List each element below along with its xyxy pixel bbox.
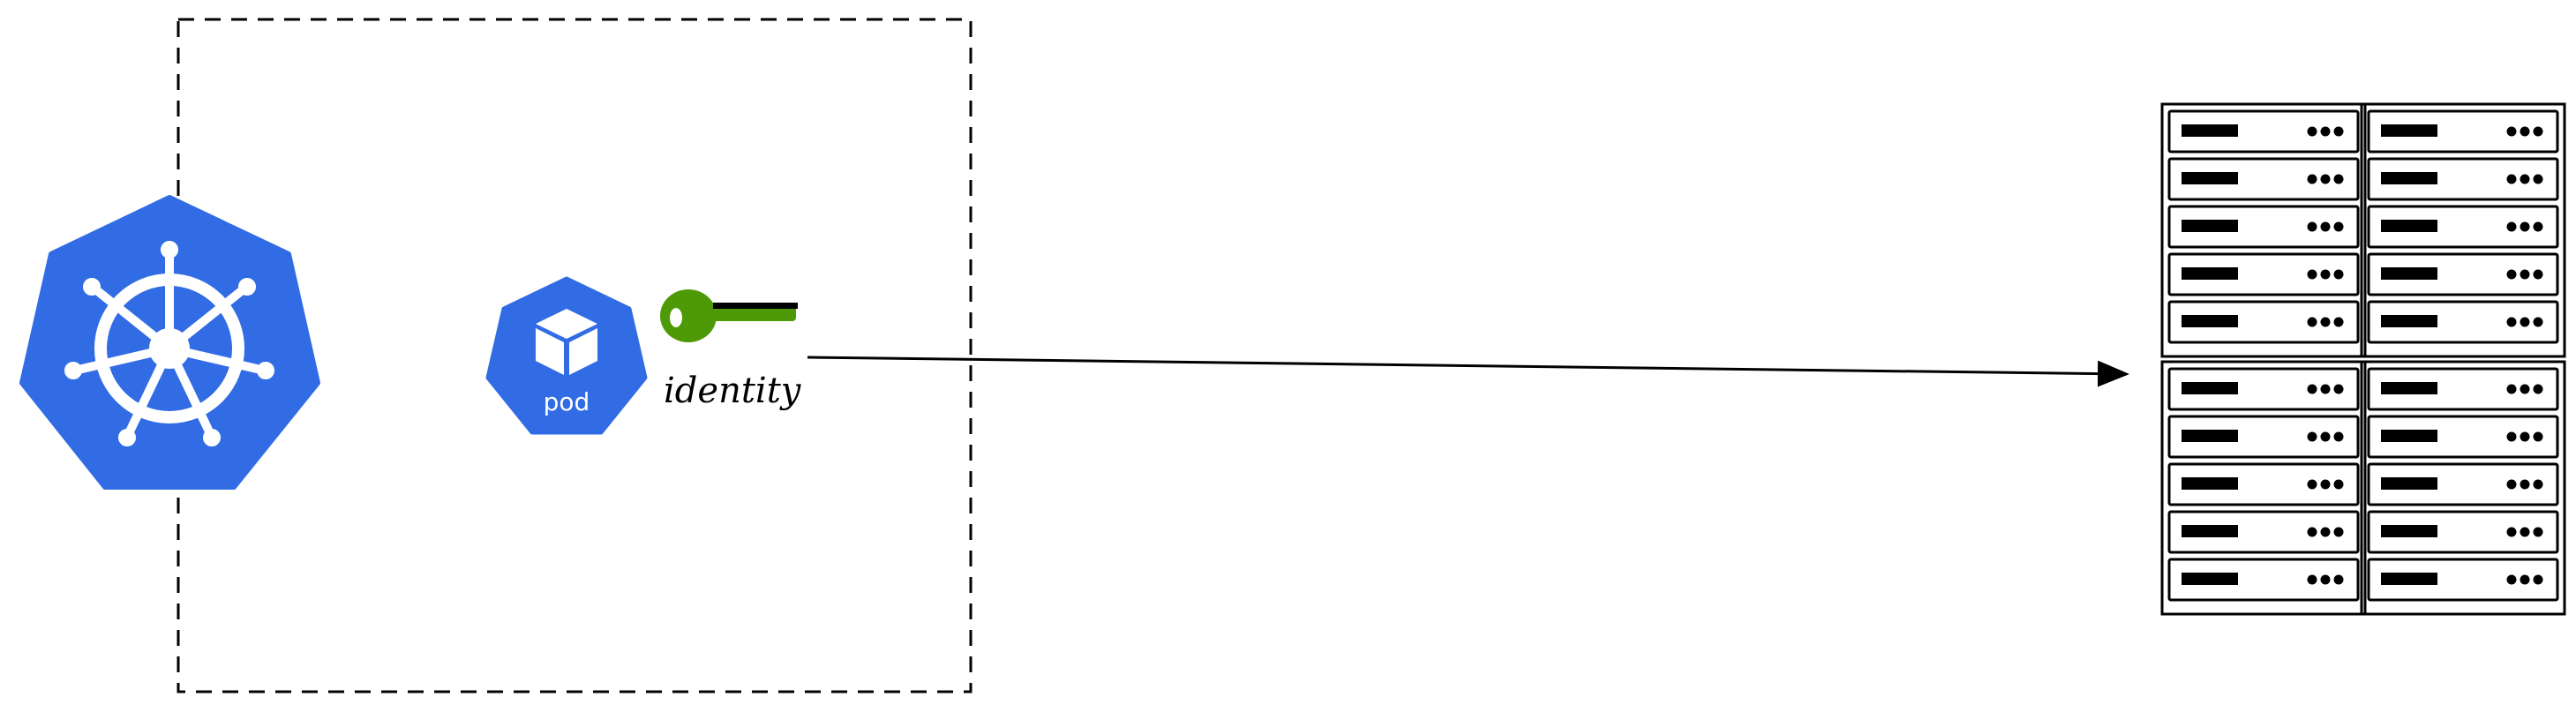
server-unit [2367,205,2559,249]
key-icon [660,289,798,342]
server-unit [2367,367,2559,411]
server-unit [2367,300,2559,344]
server-unit [2367,415,2559,459]
server-unit [2167,252,2360,296]
server-unit [2367,558,2559,602]
server-unit [2167,367,2360,411]
pod-label: pod [544,387,590,416]
pod-cube-icon [536,309,597,375]
server-unit [2367,510,2559,554]
identity-label: identity [664,371,802,411]
server-unit [2367,252,2559,296]
server-unit [2367,157,2559,201]
pod-node: pod [485,276,648,435]
rack-frame [2160,102,2367,358]
server-unit [2167,205,2360,249]
server-rack-icon [2160,102,2566,616]
kubernetes-helm-icon [19,195,320,490]
server-unit [2167,415,2360,459]
server-unit [2167,462,2360,506]
rack-frame [2360,360,2566,616]
server-unit [2167,157,2360,201]
server-unit [2167,510,2360,554]
rack-frame [2360,102,2566,358]
server-unit [2367,109,2559,154]
server-unit [2167,109,2360,154]
pod-badge [485,276,648,435]
namespace-boundary [176,18,973,693]
identity-to-servers-arrow [807,356,2129,387]
server-unit [2167,300,2360,344]
server-unit [2367,462,2559,506]
rack-frame [2160,360,2367,616]
server-unit [2167,558,2360,602]
